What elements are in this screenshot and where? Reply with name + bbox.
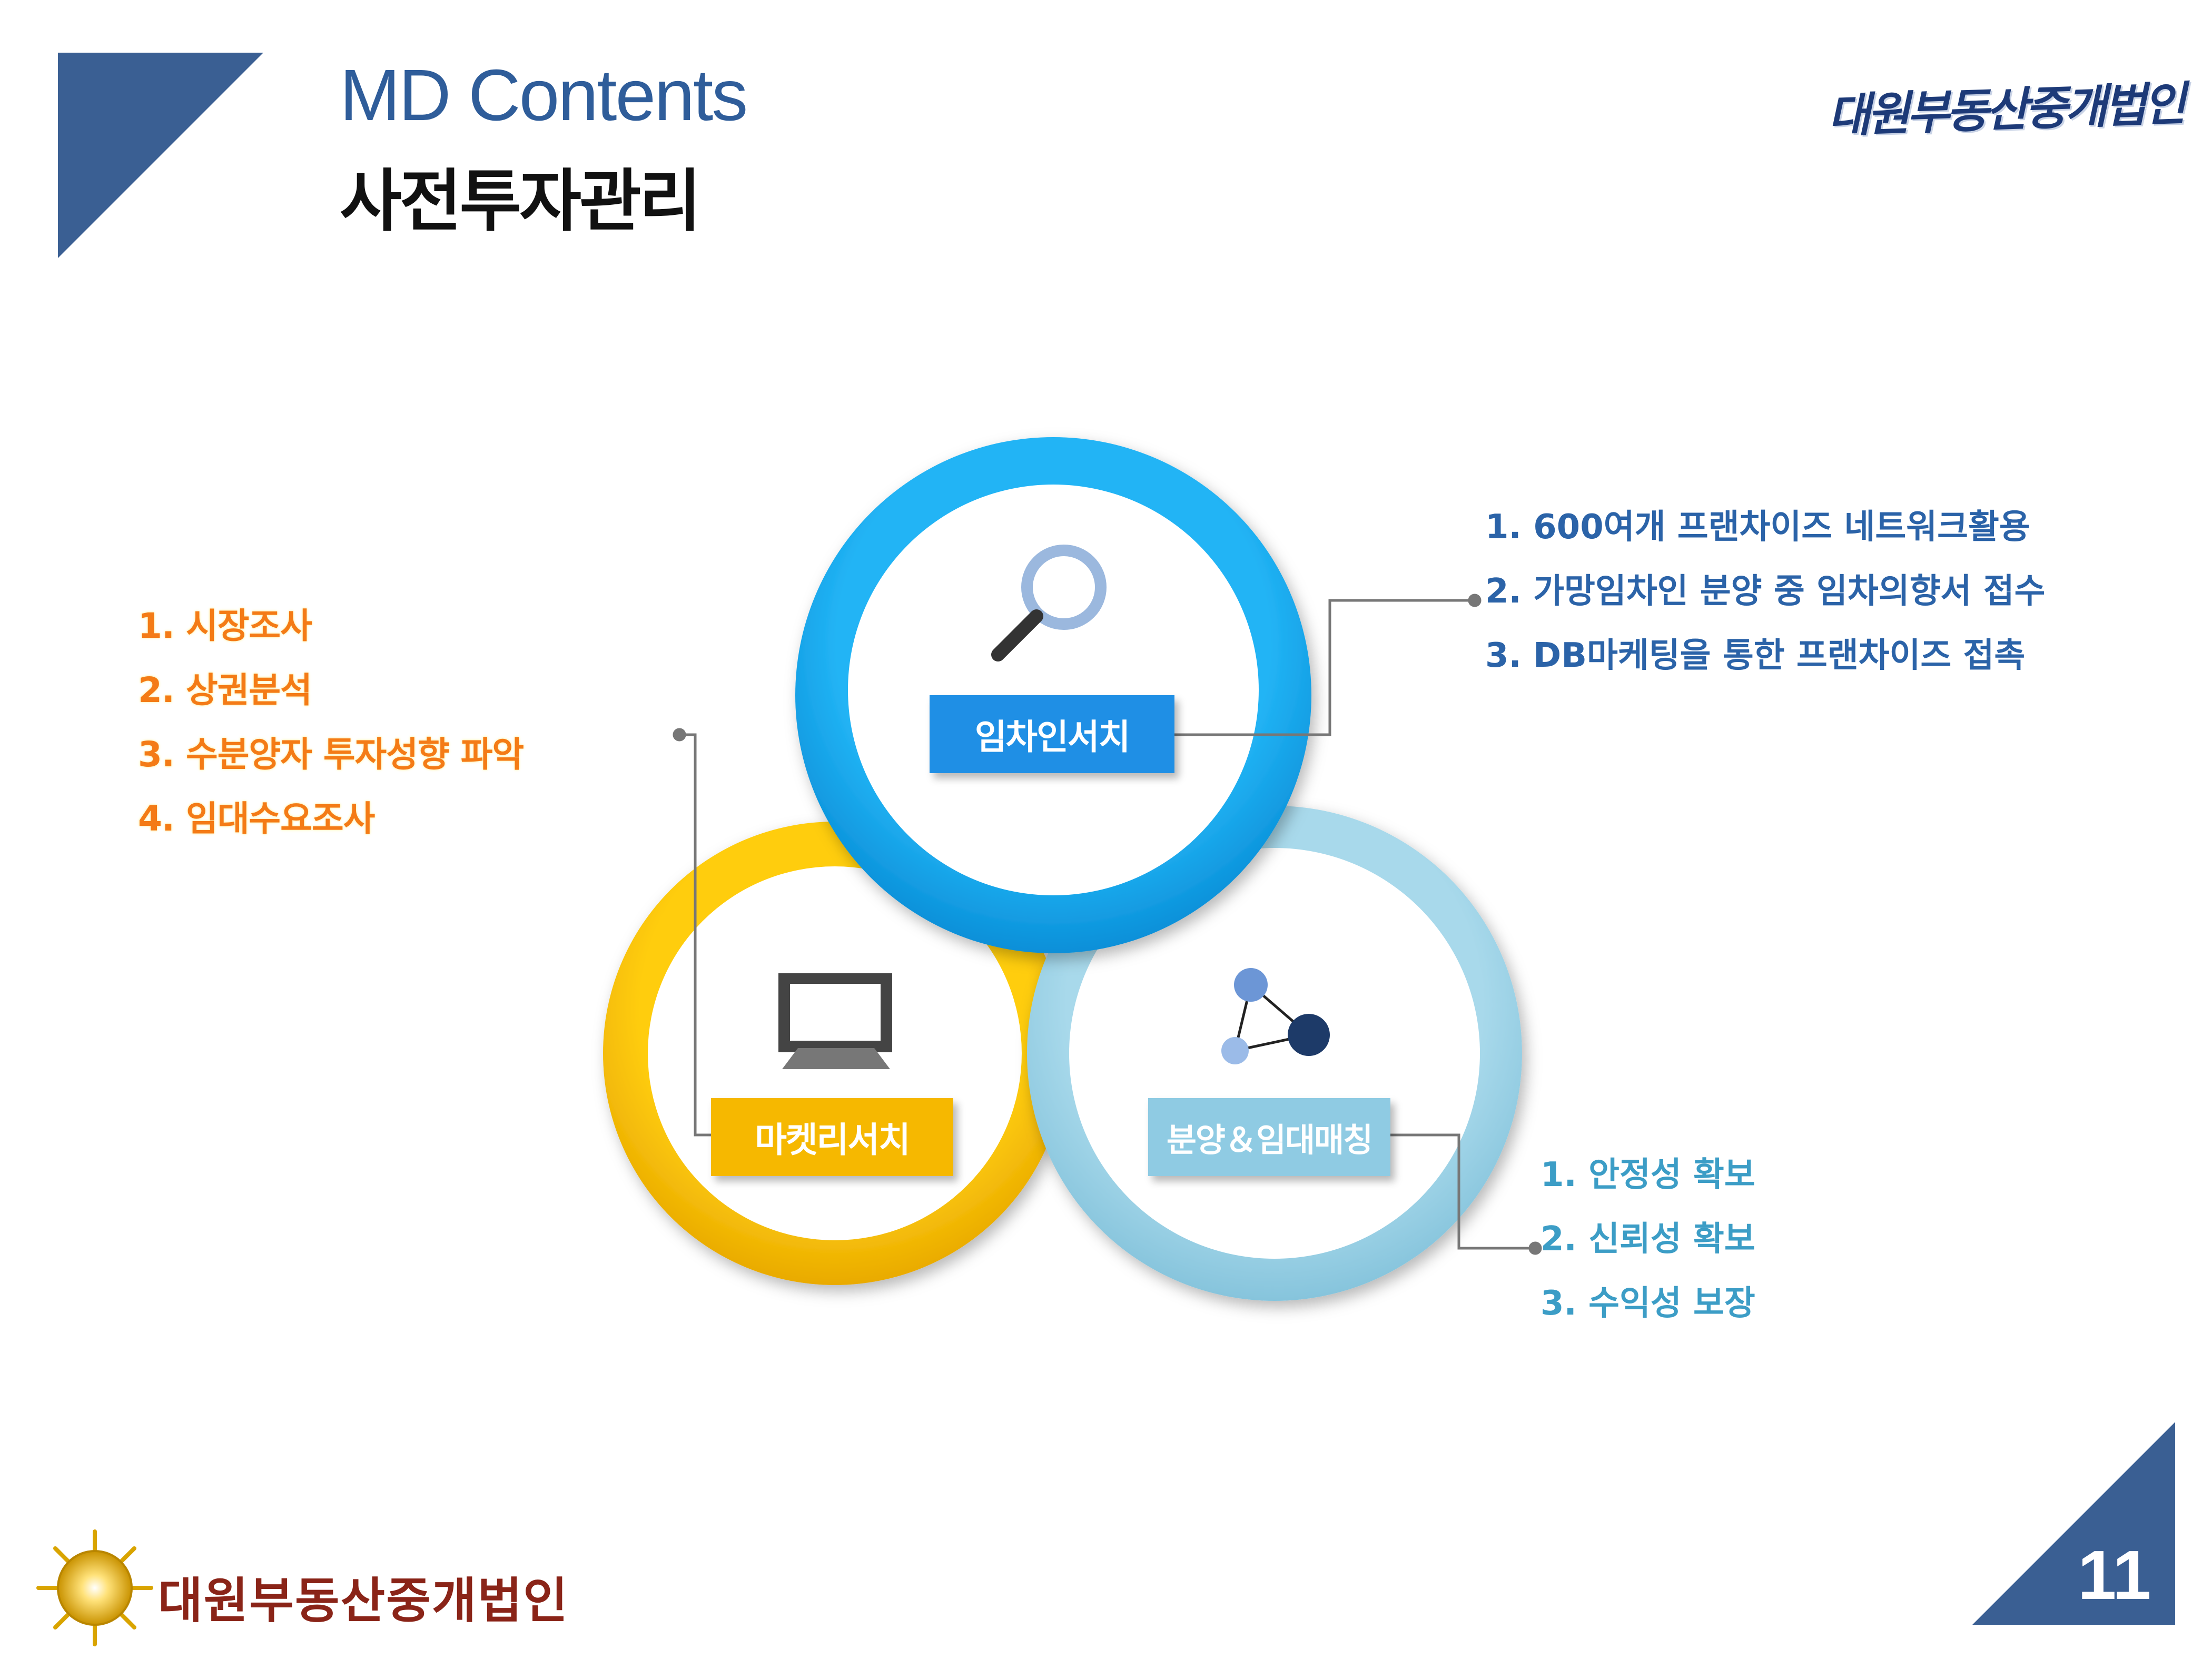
label-sales-matching: 분양＆임대매칭 [1148, 1098, 1390, 1176]
label-market-research: 마켓리서치 [711, 1098, 953, 1176]
list-item: 2. 상권분석 [138, 670, 312, 710]
monitor-icon [778, 973, 892, 1069]
page-title-ko: 사전투자관리 [340, 162, 702, 241]
connector-matching [1390, 1133, 1542, 1255]
magnifier-icon [991, 545, 1107, 661]
list-tenant-search: 1. 600여개 프랜차이즈 네트워크활용 2. 가망임차인 분양 중 임차의향… [1485, 495, 2045, 688]
list-item: 1. 600여개 프랜차이즈 네트워크활용 [1485, 508, 2030, 547]
corner-triangle-bottom-right [1972, 1422, 2175, 1625]
footer-company-name: 대원부동산중개법인 [158, 1573, 569, 1629]
list-market-research: 1. 시장조사 2. 상권분석 3. 수분양자 투자성향 파악 4. 임대수요조… [138, 594, 524, 851]
page-number: 11 [2078, 1536, 2151, 1614]
list-item: 3. 수분양자 투자성향 파악 [138, 734, 524, 775]
sun-logo-icon [36, 1529, 153, 1646]
list-item: 3. DB마케팅을 통한 프랜차이즈 접촉 [1485, 636, 2026, 675]
list-item: 2. 가망임차인 분양 중 임차의향서 접수 [1485, 572, 2046, 611]
connector-tenant [1174, 594, 1482, 736]
label-tenant-search: 임차인서치 [930, 695, 1174, 773]
list-item: 2. 신뢰성 확보 [1540, 1220, 1755, 1259]
page-title-en: MD Contents [340, 55, 748, 136]
corner-triangle-top-left [58, 53, 263, 258]
list-item: 3. 수익성 보장 [1540, 1284, 1755, 1323]
list-item: 1. 시장조사 [138, 606, 312, 646]
list-item: 1. 안정성 확보 [1540, 1156, 1755, 1194]
connector-market [673, 728, 711, 1137]
list-sales-matching: 1. 안정성 확보 2. 신뢰성 확보 3. 수익성 보장 [1540, 1143, 1755, 1336]
network-icon [1221, 968, 1330, 1064]
list-item: 4. 임대수요조사 [138, 798, 375, 839]
